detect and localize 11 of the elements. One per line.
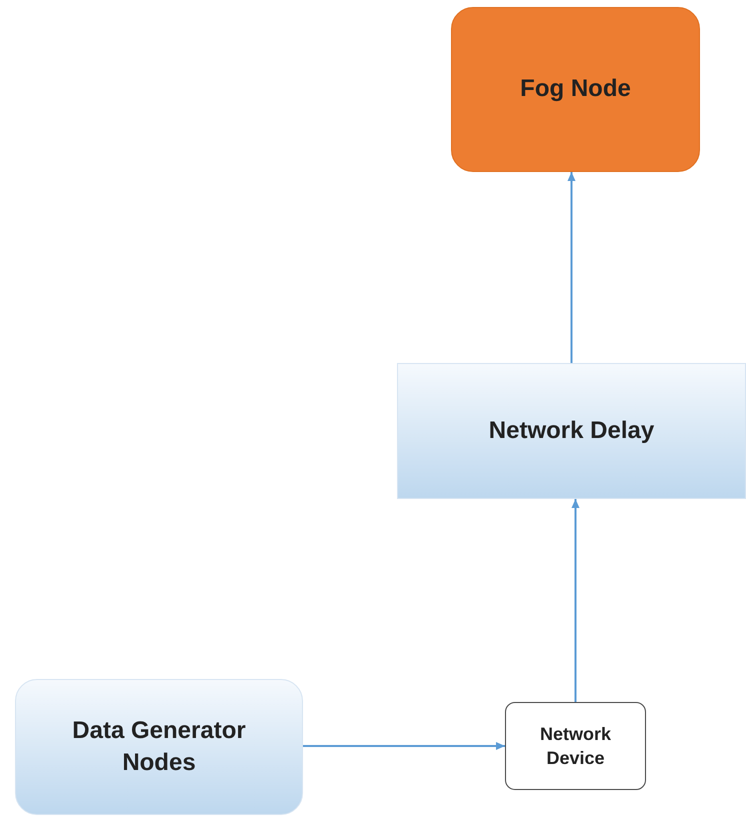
node-label: Data Generator Nodes [71,716,247,778]
arrow [572,499,580,702]
node-label: Network Delay [488,416,654,446]
device-box [505,702,646,790]
fog-node-box [451,7,700,172]
node-label: Network Device [538,722,612,770]
network-delay-layer [397,363,746,499]
arrow [303,742,505,750]
node-label: Fog Node [520,74,631,104]
arrow [568,172,576,363]
data-generator-box [15,679,303,815]
